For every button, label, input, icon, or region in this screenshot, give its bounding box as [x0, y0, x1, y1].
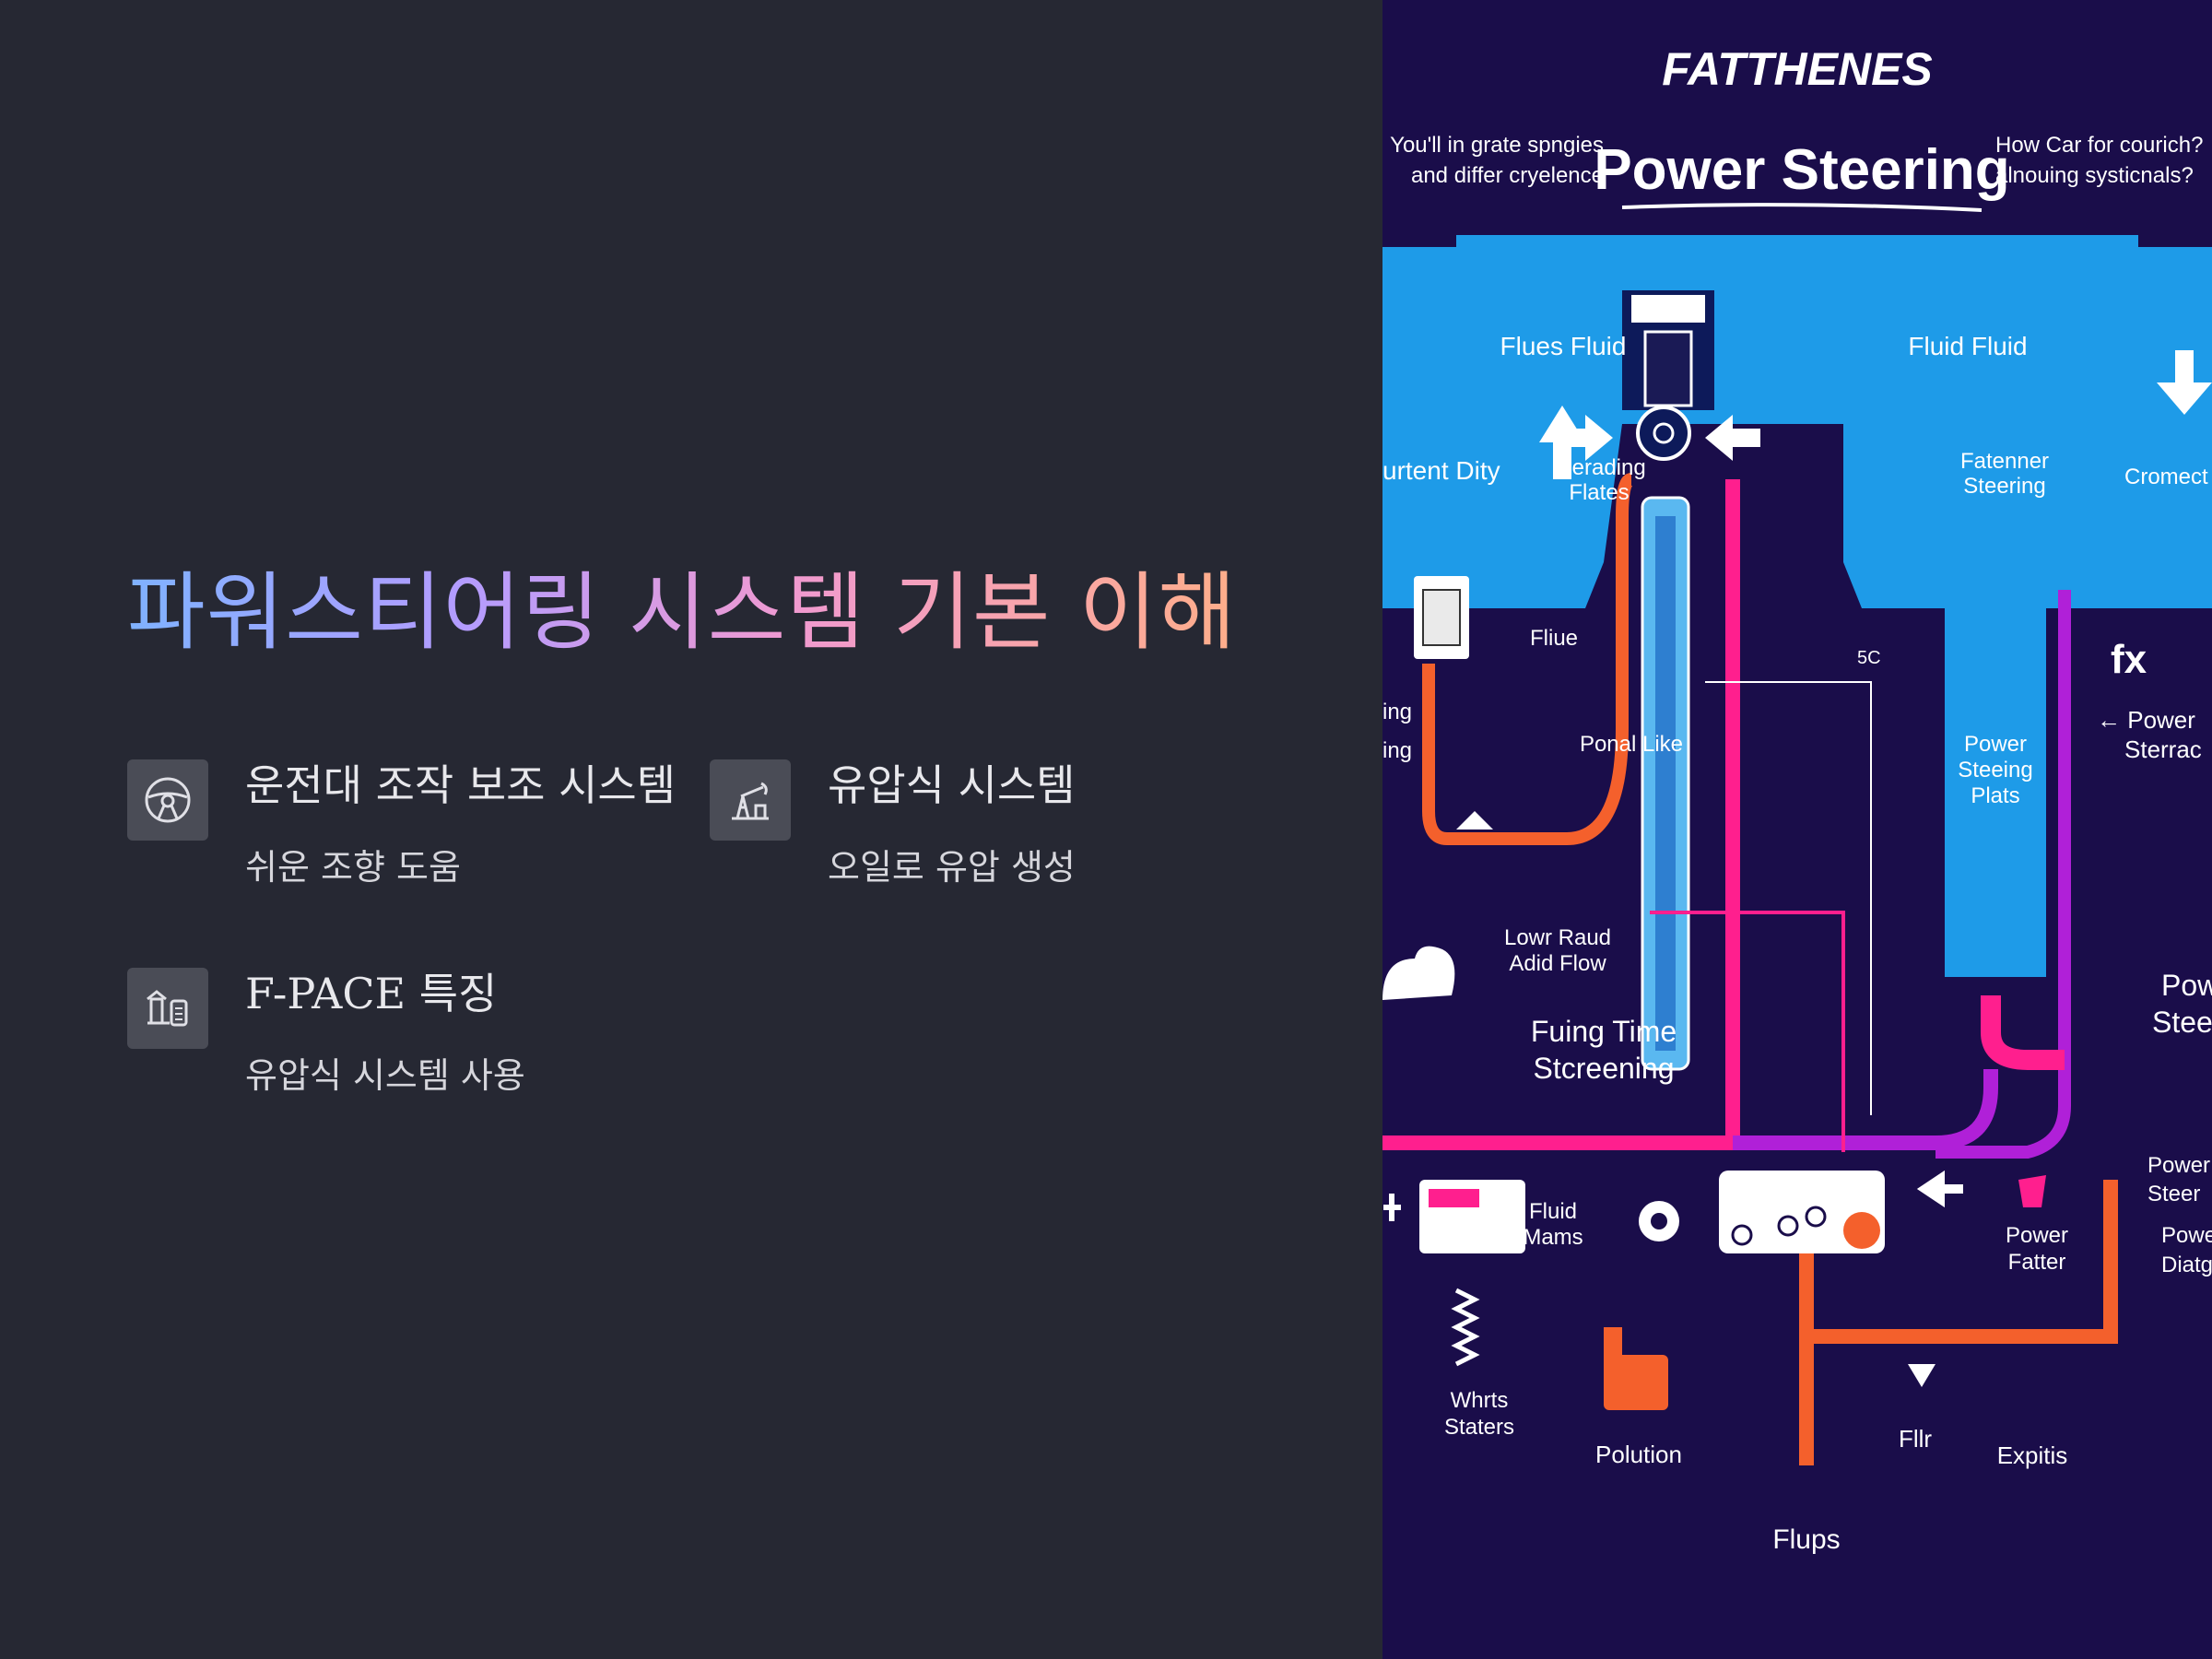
label-whrts: Whrts: [1451, 1388, 1509, 1413]
label-lowr-raud: Lowr Raud: [1504, 925, 1611, 950]
car-doc-icon: [127, 968, 208, 1049]
label-power-fatter-2: Fatter: [2008, 1250, 2066, 1275]
label-fllr: Fllr: [1899, 1425, 1932, 1453]
feature-title: F-PACE 특징: [245, 960, 497, 1021]
label-power-steer-1: Power: [2147, 1153, 2210, 1178]
right-blurb-2: alnouing systicnals?: [1995, 163, 2194, 188]
label-power-steer-2: Steer: [2147, 1182, 2200, 1206]
reservoir-column: [1945, 590, 2046, 977]
central-column-gauge: [1636, 406, 1691, 461]
central-column-body: [1643, 330, 1693, 407]
label-plerading: Plerading: [1552, 455, 1645, 480]
steering-wheel-icon: [127, 759, 208, 841]
label-fatenner-steering: Steering: [1963, 474, 2045, 499]
label-power-plats-2: Steeing: [1958, 758, 2032, 782]
label-ing-2: ing: [1382, 738, 1412, 763]
label-fx: fx: [2111, 637, 2147, 682]
label-staters: Staters: [1444, 1415, 1514, 1440]
feature-description: 오일로 유압 생성: [828, 847, 1076, 888]
label-fluid: Fluid: [1529, 1199, 1577, 1224]
slide-text-panel: 파워스티어링 시스템 기본 이해 운전대 조작 보조 시스템 쉬운 조향 도움: [127, 544, 1237, 1096]
central-column-cap: [1631, 295, 1705, 323]
magenta-pipe-right: [1981, 995, 2065, 1070]
label-power-sterrac-2: Sterrac: [2124, 735, 2202, 763]
feature-title-text: F-PACE 특징: [245, 969, 498, 1018]
label-powe-diatg-1: Powe: [2161, 1223, 2212, 1248]
label-adid-flow: Adid Flow: [1509, 951, 1606, 976]
feature-title: 운전대 조작 보조 시스템: [245, 760, 677, 810]
left-blurb-1: You'll in grate spngies: [1390, 133, 1604, 158]
slide-title: 파워스티어링 시스템 기본 이해: [127, 544, 1237, 666]
label-polution: Polution: [1595, 1441, 1682, 1468]
orange-pipe-bottom: [1799, 1180, 2118, 1465]
label-ponal-like: Ponal Like: [1580, 732, 1683, 757]
label-expitis: Expitis: [1997, 1441, 2068, 1469]
label-pow: Pow: [2161, 969, 2212, 1002]
infographic-title: Power Steering: [1594, 138, 2009, 202]
label-fuing-time: Fuing Time: [1531, 1015, 1677, 1048]
power-steering-infographic: FATTHENES Power Steering You'll in grate…: [1382, 0, 2212, 1659]
label-flups: Flups: [1772, 1524, 1840, 1555]
seat-icon: [1604, 1355, 1668, 1410]
label-power-plats-3: Plats: [1971, 783, 2019, 808]
orange-pipe: [1422, 473, 1634, 845]
label-5c: 5C: [1857, 648, 1881, 668]
thin-magenta-line: [1650, 911, 1845, 1152]
label-ing-1: ing: [1382, 700, 1412, 724]
label-fliue: Fliue: [1530, 626, 1578, 651]
feature-description: 유압식 시스템 사용: [245, 1055, 525, 1096]
label-flues-fluid: Flues Fluid: [1500, 332, 1627, 360]
spring: [1451, 1288, 1480, 1367]
label-mams: Mams: [1523, 1225, 1583, 1250]
pump-icon: [710, 759, 791, 841]
feature-description: 쉬운 조향 도움: [245, 847, 461, 888]
purple-pipe: [1733, 1069, 1998, 1150]
label-power-sterrac-1: ← Power: [2097, 706, 2195, 734]
label-stee: Stee: [2152, 1006, 2212, 1039]
label-power-plats-1: Power: [1964, 732, 2027, 757]
label-stcreening: Stcreening: [1534, 1052, 1675, 1085]
label-fluid-fluid: Fluid Fluid: [1908, 332, 2027, 360]
left-blurb-2: and differ cryelence: [1411, 163, 1604, 188]
pump-unit: [1719, 1171, 1885, 1253]
feature-title: 유압식 시스템: [828, 760, 1076, 810]
label-flates: Flates: [1569, 480, 1629, 505]
reservoir-top-band: [1456, 235, 2138, 258]
purple-pipe-right: [1936, 590, 2071, 1159]
cloud-icon: [1382, 946, 1455, 1000]
thin-white-line: [1705, 681, 1872, 1115]
label-cromect: Cromect: [2124, 465, 2208, 489]
label-powe-diatg-2: Diatg: [2161, 1253, 2212, 1277]
label-power-fatter-1: Power: [2006, 1223, 2068, 1248]
wrench-icon: [2018, 1175, 2046, 1207]
label-urtent-dity: urtent Dity: [1382, 456, 1500, 485]
label-fatenner: Fatenner: [1960, 449, 2049, 474]
right-blurb-1: How Car for courich?: [1995, 133, 2203, 158]
brand-logo: FATTHENES: [1662, 43, 1933, 95]
